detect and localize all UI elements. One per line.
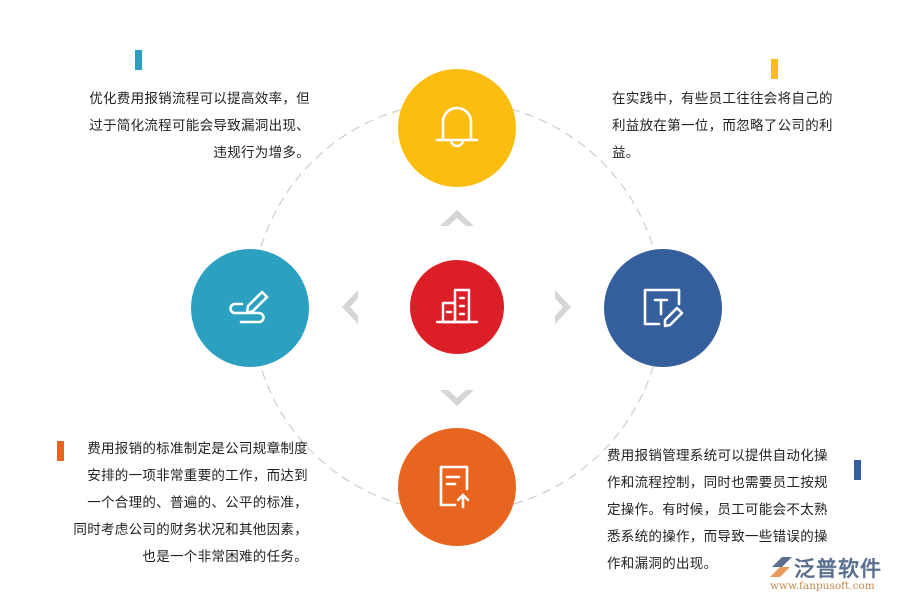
fanpu-logo-icon xyxy=(770,557,792,577)
node-right xyxy=(604,249,722,367)
arrow-left-icon xyxy=(342,290,358,324)
text-block-top-right: 在实践中，有些员工往往会将自己的 利益放在第一位，而忽略了公司的利 益。 xyxy=(612,86,852,167)
text-line: 同时考虑公司的财务状况和其他因素， xyxy=(73,522,308,538)
text-line: 益。 xyxy=(612,145,640,161)
watermark-name: 泛普软件 xyxy=(794,557,882,581)
center-node xyxy=(410,260,504,354)
building-icon xyxy=(435,288,479,324)
text-line: 也是一个非常困难的任务。 xyxy=(142,549,308,565)
bell-icon xyxy=(435,106,479,148)
node-left xyxy=(191,249,309,367)
text-line: 一个合理的、普遍的、公平的标准， xyxy=(87,495,308,511)
text-line: 费用报销的标准制定是公司规章制度 xyxy=(87,441,308,457)
text-line: 作和漏洞的出现。 xyxy=(607,556,718,572)
text-line: 作和流程控制，同时也需要员工按规 xyxy=(607,475,828,491)
text-block-bottom-right: 费用报销管理系统可以提供自动化操 作和流程控制，同时也需要员工按规 定操作。有时… xyxy=(607,443,852,578)
text-line: 过于简化流程可能会导致漏洞出现、 xyxy=(89,118,310,134)
text-line: 安排的一项非常重要的工作，而达到 xyxy=(87,468,308,484)
text-line: 悉系统的操作，而导致一些错误的操 xyxy=(607,529,828,545)
arrow-up-icon xyxy=(440,210,474,226)
text-line: 费用报销管理系统可以提供自动化操 xyxy=(607,448,828,464)
text-block-top-left: 优化费用报销流程可以提高效率，但 过于简化流程可能会导致漏洞出现、 违规行为增多… xyxy=(70,86,310,167)
text-line: 定操作。有时候，员工可能会不太熟 xyxy=(607,502,828,518)
accent-bar-top-left xyxy=(135,50,142,70)
text-line: 在实践中，有些员工往往会将自己的 xyxy=(612,91,833,107)
text-line: 违规行为增多。 xyxy=(213,145,310,161)
text-line: 优化费用报销流程可以提高效率，但 xyxy=(89,91,310,107)
text-line: 利益放在第一位，而忽略了公司的利 xyxy=(612,118,833,134)
watermark-logo: 泛普软件 www.fanpusoft.com xyxy=(768,553,896,597)
node-bottom xyxy=(398,428,516,546)
accent-bar-bottom-right xyxy=(854,460,861,480)
text-edit-icon xyxy=(643,288,684,328)
text-block-bottom-left: 费用报销的标准制定是公司规章制度 安排的一项非常重要的工作，而达到 一个合理的、… xyxy=(56,436,308,571)
accent-bar-top-right xyxy=(771,59,778,79)
watermark-url: www.fanpusoft.com xyxy=(770,580,875,592)
accent-bar-bottom-left xyxy=(57,441,64,461)
pen-signature-icon xyxy=(229,290,269,324)
arrow-right-icon xyxy=(555,290,571,324)
document-upload-icon xyxy=(439,465,470,509)
arrow-down-icon xyxy=(440,390,474,406)
node-top xyxy=(398,69,516,187)
